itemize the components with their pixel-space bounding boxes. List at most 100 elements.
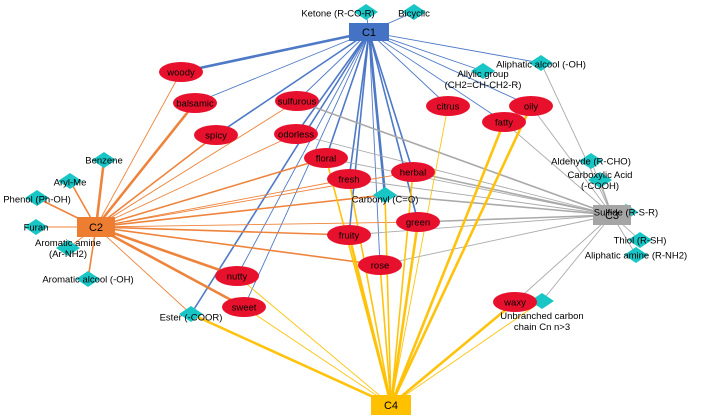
odor-node-floral[interactable] (304, 148, 348, 168)
edges-layer (36, 11, 641, 407)
edge-c4-unbranched (390, 300, 543, 406)
cluster-node-c3[interactable] (593, 205, 631, 225)
group-node-ester[interactable] (179, 306, 203, 322)
odor-node-spicy[interactable] (194, 125, 238, 145)
edge-c3-unbranched (541, 214, 613, 302)
edge-c2-green (95, 221, 419, 228)
odor-node-oily[interactable] (509, 96, 553, 116)
group-node-aldehyde[interactable] (579, 153, 603, 169)
odor-node-sweet[interactable] (222, 297, 266, 317)
edge-c1-rose (368, 31, 381, 266)
cluster-node-c1[interactable] (349, 23, 389, 41)
edge-c4-fruity (347, 234, 393, 406)
odor-label-waxy: waxy (503, 298, 526, 309)
odor-node-fresh[interactable] (327, 169, 371, 189)
group-node-aliph_alc[interactable] (529, 55, 553, 71)
group-node-bicyclic[interactable] (402, 4, 426, 20)
group-node-aliph_amine[interactable] (624, 247, 648, 263)
odor-label-green: green (406, 218, 430, 229)
group-label-arom_alc: Aromatic alcool (-OH) (42, 275, 133, 286)
edge-c2-woody (95, 71, 182, 228)
odor-node-sulfurous[interactable] (275, 91, 319, 111)
edge-c3-fatty (503, 121, 613, 216)
group-node-carbonyl[interactable] (373, 187, 397, 203)
cluster-node-c2[interactable] (77, 217, 115, 237)
odor-label-fatty: fatty (495, 118, 513, 129)
edge-c4-herbal (390, 171, 414, 406)
edge-c3-oily (530, 105, 613, 216)
group-node-arom_amine[interactable] (56, 240, 80, 256)
edge-c3-odorless (295, 133, 613, 216)
group-label-benzene: Benzene (85, 156, 123, 167)
cluster-label-c3: C3 (605, 210, 619, 222)
edge-c4-ester (190, 312, 392, 407)
edge-c3-sulfurous (296, 100, 613, 216)
group-node-arom_alc[interactable] (76, 271, 100, 287)
edge-c4-carbonyl (384, 194, 392, 406)
group-label-carbox: Carboxylic Acid(-COOH) (568, 170, 633, 192)
group-label-phenol: Phenol (Ph-OH) (3, 195, 71, 206)
edge-c4-fresh (348, 178, 392, 406)
edge-c1-citrus (368, 31, 449, 107)
odor-label-citrus: citrus (437, 102, 460, 113)
odor-label-herbal: herbal (400, 168, 426, 179)
odor-label-sweet: sweet (232, 303, 257, 314)
group-node-allylic[interactable] (471, 63, 495, 79)
group-label-furan: Furan (24, 223, 49, 234)
cluster-label-c2: C2 (89, 222, 103, 234)
odor-node-woody[interactable] (159, 62, 203, 82)
odor-node-waxy[interactable] (493, 292, 537, 312)
group-label-bicyclic: Bicyclic (398, 9, 430, 20)
group-node-arylme[interactable] (58, 173, 82, 189)
group-node-benzene[interactable] (92, 152, 116, 168)
edge-c3-rose (379, 214, 613, 266)
odor-node-fatty[interactable] (482, 112, 526, 132)
odor-node-rose[interactable] (358, 255, 402, 275)
edge-c2-ester (95, 226, 192, 315)
edge-c3-fresh (348, 178, 613, 216)
odor-node-citrus[interactable] (426, 96, 470, 116)
group-node-furan[interactable] (24, 219, 48, 235)
edge-c2-fruity (95, 226, 350, 236)
edge-c3-carbonyl (384, 194, 613, 216)
odor-node-nutty[interactable] (215, 266, 259, 286)
edge-c1-green (368, 31, 419, 223)
edge-c3-fruity (348, 214, 613, 236)
group-node-ketone[interactable] (354, 4, 378, 20)
group-label-carbonyl: Carbonyl (C=O) (352, 195, 419, 206)
group-node-phenol[interactable] (25, 190, 49, 206)
group-node-thiol[interactable] (628, 232, 652, 248)
edge-c4-rose (379, 264, 392, 406)
odor-node-odorless[interactable] (274, 124, 318, 144)
odor-node-herbal[interactable] (391, 162, 435, 182)
cluster-label-c1: C1 (362, 27, 376, 39)
edge-c2-balsamic (94, 102, 197, 228)
edge-c1-aliph_alc (368, 31, 542, 64)
odor-node-green[interactable] (396, 212, 440, 232)
edge-c1-fresh (348, 31, 370, 180)
edge-c2-fresh (95, 178, 350, 228)
group-node-unbranched[interactable] (530, 293, 554, 309)
edge-c4-sweet (243, 306, 392, 406)
edge-c1-woody (180, 30, 370, 74)
edge-c2-nutty (95, 225, 238, 278)
group-node-carbox[interactable] (588, 172, 612, 188)
odor-node-balsamic[interactable] (173, 93, 217, 113)
group-label-ketone: Ketone (R-CO-R) (301, 9, 374, 20)
odor-label-oily: oily (524, 102, 539, 113)
edge-c1-floral (325, 31, 370, 159)
cluster-node-c4[interactable] (371, 395, 411, 415)
edge-c1-ester (190, 31, 370, 315)
odor-label-nutty: nutty (227, 272, 248, 283)
group-label-aliph_amine: Aliphatic amine (R-NH2) (585, 251, 687, 262)
edge-c1-odorless (295, 31, 370, 135)
odor-node-fruity[interactable] (327, 225, 371, 245)
odor-label-rose: rose (371, 261, 389, 272)
group-label-thiol: Thiol (R-SH) (614, 236, 667, 247)
group-label-allylic: Allylic group(CH2=CH-CH2-R) (445, 69, 522, 91)
edge-c4-waxy (390, 300, 516, 407)
edge-c1-spicy (215, 31, 370, 136)
edge-c2-sulfurous (95, 100, 298, 228)
edge-c2-floral (95, 157, 327, 228)
